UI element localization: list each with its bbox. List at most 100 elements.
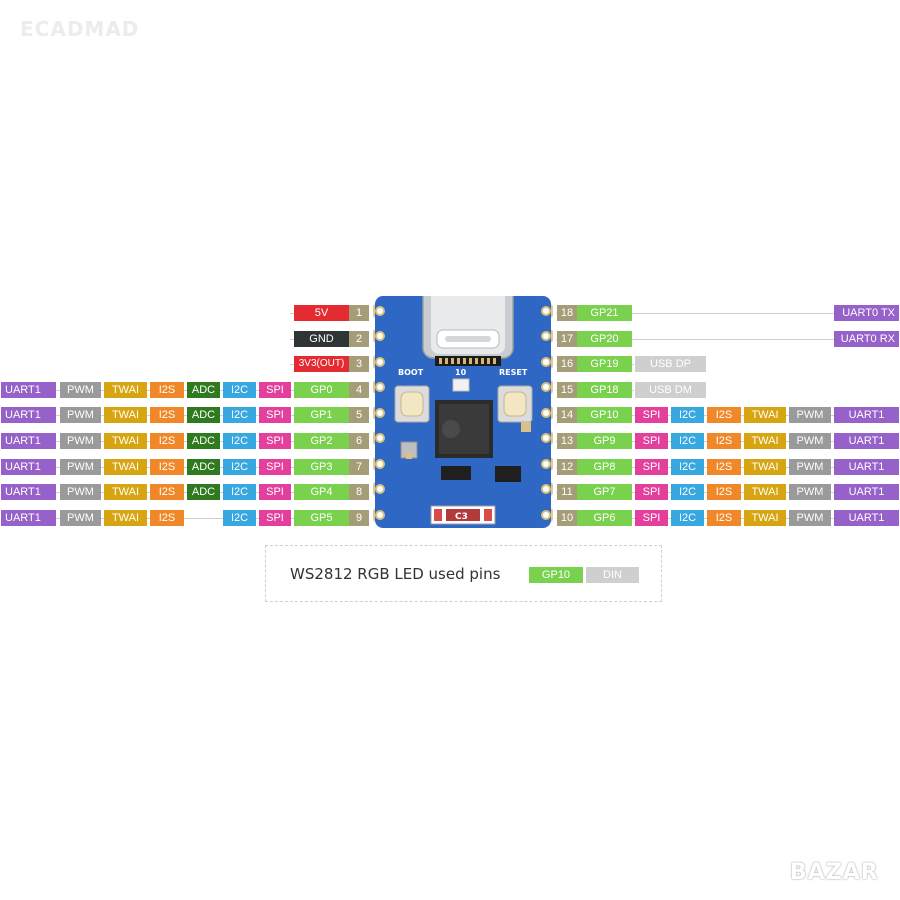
func-label-adc: ADC: [187, 382, 220, 398]
func-label-adc: ADC: [187, 459, 220, 475]
pin-name-gnd: GND: [294, 331, 349, 347]
pin-number-3: 3: [349, 356, 369, 372]
connector-line: [556, 313, 899, 314]
func-label-uart1: UART1: [834, 484, 899, 500]
pin-number-11: 11: [557, 484, 577, 500]
rgb-led: [452, 378, 470, 392]
pin-number-7: 7: [349, 459, 369, 475]
func-label-uart0-tx: UART0 TX: [834, 305, 899, 321]
func-label-uart1: UART1: [1, 407, 56, 423]
legend-pin-badge: GP10: [529, 567, 583, 583]
pin-number-5: 5: [349, 407, 369, 423]
pin-number-18: 18: [557, 305, 577, 321]
pin-number-10: 10: [557, 510, 577, 526]
func-label-twai: TWAI: [744, 510, 786, 526]
pin-number-12: 12: [557, 459, 577, 475]
func-label-pwm: PWM: [789, 407, 831, 423]
func-label-i2c: I2C: [671, 459, 704, 475]
connector-line: [556, 339, 899, 340]
watermark-top: ECADMAD: [20, 17, 140, 41]
usb-c-connector: [422, 296, 514, 366]
func-label-pwm: PWM: [789, 459, 831, 475]
pin-name-gp20: GP20: [577, 331, 632, 347]
boot-button: [394, 385, 430, 423]
pin-name-gp0: GP0: [294, 382, 349, 398]
func-label-i2s: I2S: [707, 407, 741, 423]
func-label-i2s: I2S: [707, 510, 741, 526]
pin-name-gp21: GP21: [577, 305, 632, 321]
func-label-pwm: PWM: [60, 459, 101, 475]
pin-number-17: 17: [557, 331, 577, 347]
func-label-pwm: PWM: [60, 407, 101, 423]
pin-name-gp7: GP7: [577, 484, 632, 500]
pin-name-gp18: GP18: [577, 382, 632, 398]
func-label-twai: TWAI: [104, 484, 147, 500]
func-label-twai: TWAI: [104, 459, 147, 475]
led-silkscreen: 10: [455, 368, 467, 377]
reset-button: [497, 385, 533, 423]
func-label-i2c: I2C: [671, 407, 704, 423]
func-label-spi: SPI: [259, 407, 291, 423]
func-label-pwm: PWM: [789, 433, 831, 449]
pin-name-3v3out: 3V3(OUT): [294, 356, 349, 372]
func-label-i2c: I2C: [223, 459, 256, 475]
func-label-adc: ADC: [187, 484, 220, 500]
func-label-i2s: I2S: [150, 382, 184, 398]
func-label-i2c: I2C: [223, 484, 256, 500]
func-label-pwm: PWM: [789, 510, 831, 526]
func-label-i2s: I2S: [150, 484, 184, 500]
regulator: [495, 466, 521, 482]
legend-text: WS2812 RGB LED used pins: [290, 565, 501, 583]
esp32-c3-chip: [435, 400, 493, 458]
func-label-uart1: UART1: [1, 433, 56, 449]
func-label-twai: TWAI: [744, 459, 786, 475]
pin-name-gp3: GP3: [294, 459, 349, 475]
func-label-twai: TWAI: [104, 433, 147, 449]
func-label-i2c: I2C: [671, 510, 704, 526]
pin-number-6: 6: [349, 433, 369, 449]
func-label-uart1: UART1: [1, 459, 56, 475]
func-label-twai: TWAI: [744, 407, 786, 423]
pin-number-13: 13: [557, 433, 577, 449]
pin-name-gp6: GP6: [577, 510, 632, 526]
flash-chip: [441, 466, 471, 480]
pin-name-gp5: GP5: [294, 510, 349, 526]
func-label-twai: TWAI: [744, 433, 786, 449]
func-label-twai: TWAI: [104, 407, 147, 423]
antenna-label: C3: [455, 512, 468, 522]
func-label-i2s: I2S: [707, 459, 741, 475]
func-label-uart1: UART1: [1, 484, 56, 500]
func-label-pwm: PWM: [60, 510, 101, 526]
pin-number-2: 2: [349, 331, 369, 347]
func-label-spi: SPI: [259, 484, 291, 500]
watermark-bottom: BAZAR: [790, 860, 879, 885]
func-label-spi: SPI: [635, 484, 668, 500]
pin-number-16: 16: [557, 356, 577, 372]
func-label-adc: ADC: [187, 433, 220, 449]
pin-number-9: 9: [349, 510, 369, 526]
func-label-i2s: I2S: [150, 459, 184, 475]
reset-silkscreen: RESET: [499, 368, 528, 377]
func-label-i2c: I2C: [671, 433, 704, 449]
func-label-uart1: UART1: [834, 433, 899, 449]
func-label-i2s: I2S: [150, 407, 184, 423]
func-label-spi: SPI: [259, 433, 291, 449]
pin-number-8: 8: [349, 484, 369, 500]
pin-name-gp9: GP9: [577, 433, 632, 449]
pin-name-5v: 5V: [294, 305, 349, 321]
pin-name-gp2: GP2: [294, 433, 349, 449]
func-label-i2c: I2C: [223, 382, 256, 398]
func-label-pwm: PWM: [60, 382, 101, 398]
legend-box: [265, 545, 662, 602]
func-label-i2s: I2S: [707, 484, 741, 500]
func-label-uart1: UART1: [1, 510, 56, 526]
chip-antenna: C3: [430, 505, 496, 525]
func-label-pwm: PWM: [789, 484, 831, 500]
pin-number-1: 1: [349, 305, 369, 321]
func-label-i2c: I2C: [223, 510, 256, 526]
func-label-i2s: I2S: [707, 433, 741, 449]
boot-silkscreen: BOOT: [398, 368, 424, 377]
pin-name-gp4: GP4: [294, 484, 349, 500]
func-label-i2c: I2C: [223, 407, 256, 423]
pin-name-gp8: GP8: [577, 459, 632, 475]
